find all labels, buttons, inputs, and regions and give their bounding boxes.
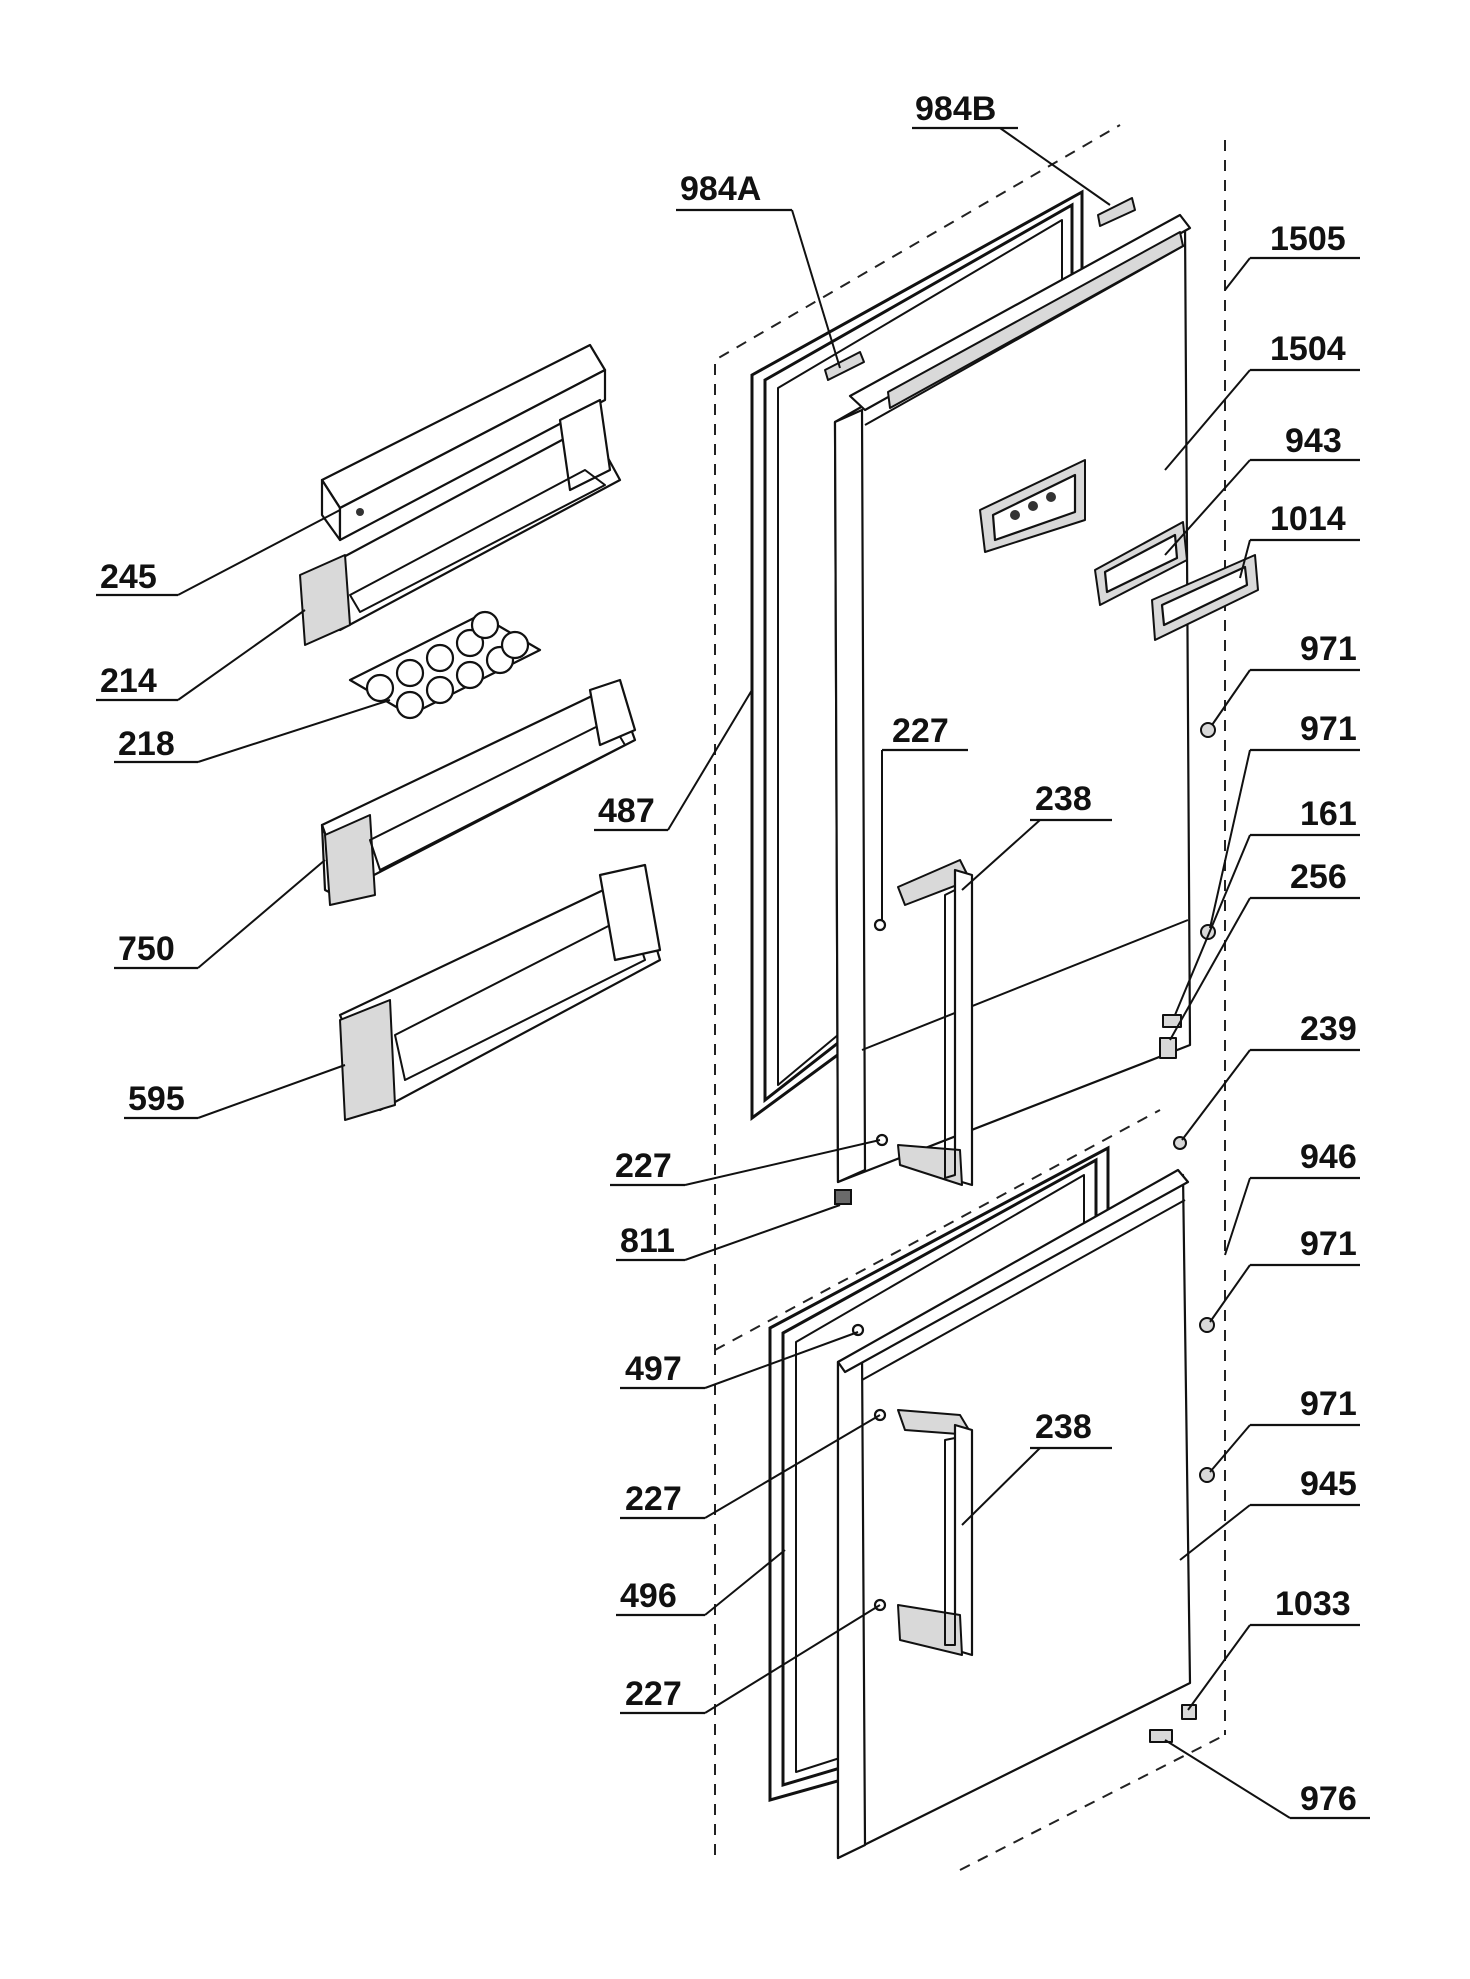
label-984a: 984A [676,170,792,212]
svg-text:1504: 1504 [1270,330,1346,368]
upper-door-handle [897,859,974,1187]
svg-text:750: 750 [118,930,175,968]
label-227-c: 227 [620,1480,705,1520]
label-218: 218 [114,725,198,764]
display-bracket-943 [1094,521,1188,606]
svg-text:497: 497 [625,1350,682,1388]
label-946: 946 [1250,1138,1360,1180]
lower-door-panel [836,1168,1192,1860]
svg-text:214: 214 [100,662,157,700]
label-214: 214 [96,662,178,702]
svg-text:976: 976 [1300,1780,1357,1818]
display-cutout [979,459,1086,553]
hinge-cover-984b [1097,197,1136,227]
label-256: 256 [1250,858,1360,900]
label-811: 811 [616,1222,685,1262]
svg-text:595: 595 [128,1080,185,1118]
label-238-b: 238 [1030,1408,1112,1450]
svg-text:984A: 984A [680,170,761,208]
shelf-lid-245 [320,343,607,542]
label-971-b: 971 [1250,710,1360,752]
leader-lines [177,127,1291,1819]
label-238-a: 238 [1030,780,1112,822]
screw-239 [1173,1136,1187,1150]
label-496: 496 [616,1577,705,1617]
plug-971-a [1200,722,1216,738]
svg-text:971: 971 [1300,630,1357,668]
bushing-256 [1159,1037,1177,1059]
label-1505: 1505 [1250,220,1360,260]
label-497: 497 [620,1350,705,1390]
label-971-d: 971 [1250,1385,1360,1427]
stopper-811 [834,1189,852,1205]
label-971-a: 971 [1250,630,1360,672]
part-labels: 984B 984A 1505 1504 943 1014 245 214 218… [96,90,1370,1820]
display-cover-1014 [1151,554,1259,641]
label-976: 976 [1290,1780,1370,1820]
label-750: 750 [114,930,198,970]
svg-text:946: 946 [1300,1138,1357,1176]
hinge-pin-1033 [1181,1704,1197,1720]
shelf-750 [320,678,637,906]
svg-text:1014: 1014 [1270,500,1346,538]
label-161: 161 [1250,795,1360,837]
label-945: 945 [1250,1465,1360,1507]
label-227-d: 227 [620,1675,705,1715]
svg-text:971: 971 [1300,710,1357,748]
label-595: 595 [124,1080,198,1120]
svg-text:811: 811 [620,1222,675,1260]
label-227-b: 227 [610,1147,685,1187]
svg-text:227: 227 [892,712,949,750]
svg-text:487: 487 [598,792,655,830]
svg-text:943: 943 [1285,422,1342,460]
label-1014: 1014 [1250,500,1360,542]
svg-text:971: 971 [1300,1385,1357,1423]
svg-text:496: 496 [620,1577,677,1615]
shelf-214 [299,398,622,646]
label-487: 487 [594,792,668,832]
svg-text:218: 218 [118,725,175,763]
egg-tray-218 [348,610,542,720]
label-943: 943 [1250,422,1360,462]
upper-door-panel [833,213,1192,1184]
svg-text:971: 971 [1300,1225,1357,1263]
bracket-976 [1149,1729,1173,1743]
svg-text:238: 238 [1035,1408,1092,1446]
label-227-a: 227 [882,712,968,752]
label-239: 239 [1250,1010,1360,1052]
lower-door-handle [897,1409,974,1657]
svg-text:945: 945 [1300,1465,1357,1503]
label-984b: 984B [912,90,1018,130]
svg-text:239: 239 [1300,1010,1357,1048]
svg-text:227: 227 [625,1480,682,1518]
screw-227-upper-a [873,918,887,932]
svg-text:245: 245 [100,558,157,596]
label-1033: 1033 [1250,1585,1360,1627]
hinge-cover-984a [824,351,865,381]
svg-text:256: 256 [1290,858,1347,896]
label-971-c: 971 [1250,1225,1360,1267]
svg-text:227: 227 [625,1675,682,1713]
svg-text:238: 238 [1035,780,1092,818]
label-245: 245 [96,558,178,597]
svg-text:1033: 1033 [1275,1585,1351,1623]
svg-text:227: 227 [615,1147,672,1185]
svg-text:984B: 984B [915,90,996,128]
assembly-guide-lines [714,124,1226,1871]
svg-text:1505: 1505 [1270,220,1346,258]
svg-text:161: 161 [1300,795,1357,833]
shelf-595 [338,863,662,1121]
label-1504: 1504 [1250,330,1360,372]
